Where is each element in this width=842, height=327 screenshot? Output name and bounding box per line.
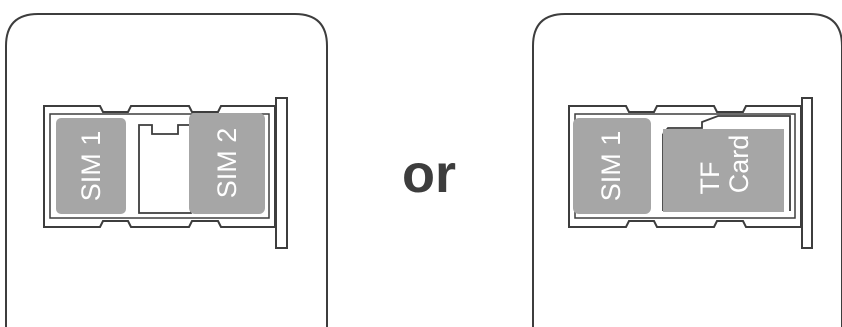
left-tray-handle [276, 98, 287, 248]
left-panel: SIM 1 SIM 2 [6, 14, 327, 327]
right-panel: SIM 1 TF Card [533, 14, 842, 327]
right-sim-tray: SIM 1 TF Card [569, 98, 812, 248]
right-tray-handle [802, 98, 812, 248]
left-sim-tray: SIM 1 SIM 2 [44, 98, 287, 248]
right-sim1-label: SIM 1 [596, 131, 626, 202]
or-separator: or [402, 144, 456, 204]
left-empty-slot [139, 125, 191, 213]
right-tf-label-line1: TF [695, 162, 725, 195]
left-sim2-label: SIM 2 [212, 128, 242, 199]
right-tf-label-line2: Card [724, 135, 754, 194]
left-sim1-label: SIM 1 [76, 131, 106, 202]
